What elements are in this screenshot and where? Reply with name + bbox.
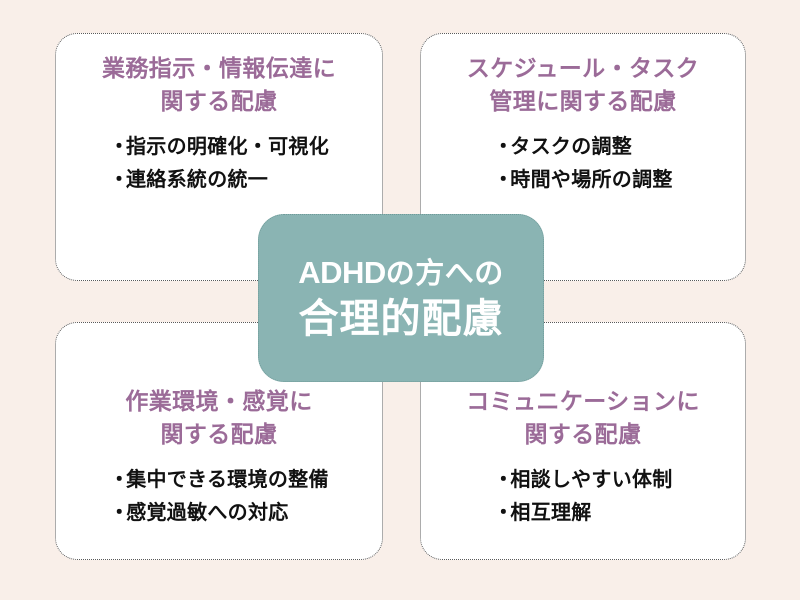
card-work-instructions: 業務指示・情報伝達に 関する配慮 ・ 指示の明確化・可視化 ・ 連絡系統の統一 — [55, 33, 383, 281]
list-item-label: 時間や場所の調整 — [510, 168, 673, 191]
list-item-label: 感覚過敏への対応 — [126, 501, 289, 524]
bullet-dot-icon: ・ — [493, 469, 514, 492]
bullet-dot-icon: ・ — [109, 136, 130, 159]
bullet-list: ・ 集中できる環境の整備 ・ 感覚過敏への対応 — [109, 464, 329, 529]
bullet-list-wrapper: ・ タスクの調整 ・ 時間や場所の調整 — [435, 131, 731, 196]
list-item: ・ 相互理解 — [493, 497, 672, 529]
bullet-dot-icon: ・ — [109, 501, 130, 524]
list-item: ・ 集中できる環境の整備 — [109, 464, 329, 496]
bullet-dot-icon: ・ — [109, 469, 130, 492]
badge-main-title: 合理的配慮 — [298, 297, 504, 342]
list-item-label: タスクの調整 — [510, 136, 633, 159]
list-item: ・ 感覚過敏への対応 — [109, 497, 329, 529]
bullet-list: ・ タスクの調整 ・ 時間や場所の調整 — [493, 131, 672, 196]
list-item-label: 集中できる環境の整備 — [126, 469, 329, 492]
badge-subtitle-rest: の方への — [385, 257, 504, 290]
card-heading: 業務指示・情報伝達に 関する配慮 — [102, 55, 336, 114]
bullet-list-wrapper: ・ 相談しやすい体制 ・ 相互理解 — [435, 464, 731, 529]
list-item: ・ 相談しやすい体制 — [493, 464, 672, 496]
bullet-list-wrapper: ・ 指示の明確化・可視化 ・ 連絡系統の統一 — [70, 131, 368, 196]
list-item: ・ 時間や場所の調整 — [493, 164, 672, 196]
badge-acronym: ADHD — [298, 254, 386, 290]
badge-subtitle: ADHDの方への — [298, 255, 504, 291]
card-heading: コミュニケーションに 関する配慮 — [466, 388, 700, 447]
list-item-label: 相談しやすい体制 — [510, 469, 673, 492]
list-item-label: 指示の明確化・可視化 — [126, 136, 329, 159]
list-item-label: 連絡系統の統一 — [126, 168, 269, 191]
card-work-environment: 作業環境・感覚に 関する配慮 ・ 集中できる環境の整備 ・ 感覚過敏への対応 — [55, 322, 383, 560]
bullet-list: ・ 相談しやすい体制 ・ 相互理解 — [493, 464, 672, 529]
bullet-list-wrapper: ・ 集中できる環境の整備 ・ 感覚過敏への対応 — [70, 464, 368, 529]
list-item: ・ タスクの調整 — [493, 131, 672, 163]
bullet-dot-icon: ・ — [493, 501, 514, 524]
bullet-list: ・ 指示の明確化・可視化 ・ 連絡系統の統一 — [109, 131, 329, 196]
list-item: ・ 指示の明確化・可視化 — [109, 131, 329, 163]
center-title-badge: ADHDの方への 合理的配慮 — [258, 214, 544, 382]
card-heading: スケジュール・タスク 管理に関する配慮 — [466, 55, 700, 114]
bullet-dot-icon: ・ — [109, 168, 130, 191]
bullet-dot-icon: ・ — [493, 168, 514, 191]
list-item-label: 相互理解 — [510, 501, 592, 524]
bullet-dot-icon: ・ — [493, 136, 514, 159]
card-heading: 作業環境・感覚に 関する配慮 — [125, 388, 313, 447]
list-item: ・ 連絡系統の統一 — [109, 164, 329, 196]
